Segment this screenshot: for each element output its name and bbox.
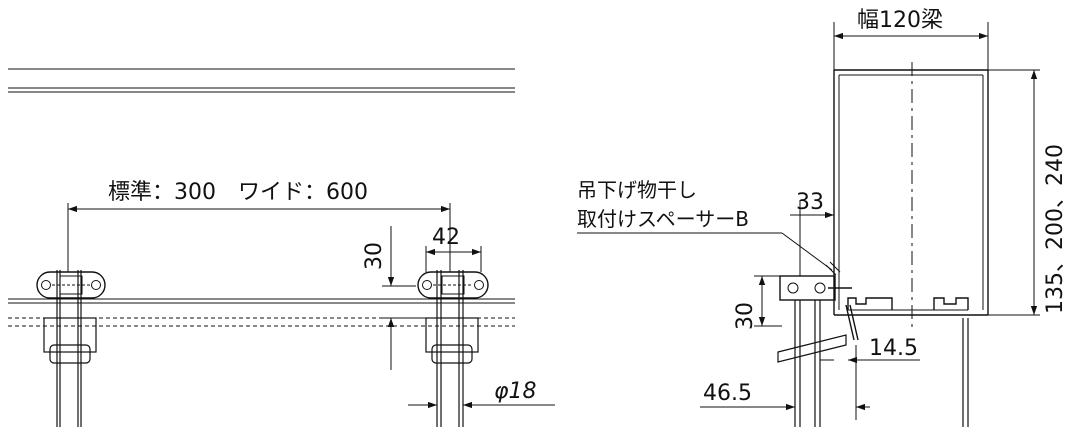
spacer-bracket [777,261,859,363]
dim-33-label: 33 [796,190,824,215]
dim-33: 33 [790,190,834,276]
height-30-dimension-left: 30 [362,226,426,370]
beam-width-dimension: 幅120梁 [834,8,988,40]
pitch-dimension: 標準：300 ワイド：600 [67,180,451,272]
height-30-dimension-right: 30 [733,275,782,330]
diameter-18-dimension: φ18 [408,379,555,409]
dim-46-5: 46.5 [700,345,870,420]
beam-height-label: 135、200、240 [1043,144,1068,314]
height-30-label-right: 30 [733,302,758,330]
pitch-label: 標準：300 ワイド：600 [108,180,368,205]
left-elevation-view: 標準：300 ワイド：600 42 30 φ18 [8,68,555,427]
hanger-unit-right [417,270,489,427]
beam-height-dimension: 135、200、240 [988,69,1068,316]
rail-profile [847,297,969,311]
dim-14-5-label: 14.5 [869,336,918,361]
spacer-label-line2: 取付けスペーサーB [577,207,749,231]
spacer-callout: 吊下げ物干し 取付けスペーサーB [577,178,833,271]
ceiling-rail [8,298,515,327]
upper-rail [8,68,515,93]
width-42-label: 42 [432,225,460,250]
beam-width-label: 幅120梁 [857,8,943,33]
dim-46-5-label: 46.5 [703,381,752,406]
diameter-18-label: φ18 [494,379,537,404]
right-section-view: 幅120梁 135、200、240 吊下げ物干し 取付けスペーサーB 33 [577,8,1068,427]
spacer-label-line1: 吊下げ物干し [577,178,697,202]
hanger-unit-left [36,270,106,427]
width-42-dimension: 42 [425,225,482,272]
hanger-poles [794,300,969,427]
dim-14-5: 14.5 [820,336,920,364]
beam-section [833,22,989,330]
height-30-label-left: 30 [362,242,387,270]
